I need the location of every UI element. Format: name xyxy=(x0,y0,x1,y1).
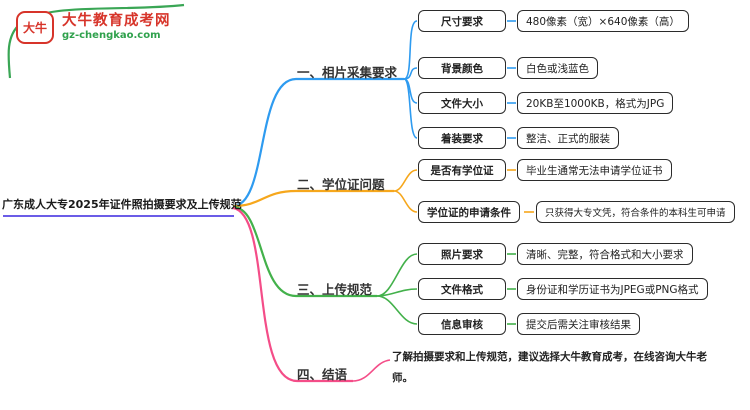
leaf-key-filesize: 文件大小 xyxy=(418,92,506,114)
site-domain: gz-chengkao.com xyxy=(62,30,161,42)
leaf-value-size: 480像素（宽）×640像素（高） xyxy=(517,10,689,32)
cow-logo-icon: 大牛 xyxy=(16,11,54,44)
leaf-key-photo-quality: 照片要求 xyxy=(418,243,506,265)
leaf-key-dresscode: 着装要求 xyxy=(418,127,506,149)
branch2-fan-1 xyxy=(393,169,418,192)
branch3-fan-2 xyxy=(376,288,418,297)
leaf-value-bgcolor: 白色或浅蓝色 xyxy=(517,57,598,79)
root-node-title: 广东成人大专2025年证件照拍摄要求及上传规范 xyxy=(2,198,242,211)
branch-label-upload-specs: 三、上传规范 xyxy=(297,282,373,297)
branch-label-degree-certificate: 二、学位证问题 xyxy=(297,177,385,192)
branch-label-photo-requirements: 一、相片采集要求 xyxy=(297,65,398,80)
logo-text-block: 大牛教育成考网 gz-chengkao.com xyxy=(62,12,171,43)
branch1-fan-2 xyxy=(403,67,418,80)
branch3-curve xyxy=(232,205,297,298)
branch3-fan-3 xyxy=(376,295,418,325)
site-name: 大牛教育成考网 xyxy=(62,13,171,30)
branch4-curve xyxy=(232,206,298,383)
site-logo: 大牛 大牛教育成考网 gz-chengkao.com xyxy=(16,11,171,44)
branch-label-conclusion: 四、结语 xyxy=(297,367,348,382)
leaf-value-filesize: 20KB至1000KB，格式为JPG xyxy=(517,92,674,114)
branch1-curve xyxy=(232,77,297,208)
branch3-fan-1 xyxy=(376,253,418,297)
branch4-note-link xyxy=(352,359,391,382)
branch1-fan-4 xyxy=(403,78,418,139)
leaf-value-dresscode: 整洁、正式的服装 xyxy=(517,127,619,149)
branch1-fan-1 xyxy=(403,20,418,80)
branch2-curve xyxy=(232,189,297,208)
leaf-key-size: 尺寸要求 xyxy=(418,10,506,32)
leaf-key-degree-conditions: 学位证的申请条件 xyxy=(418,201,520,223)
leaf-key-file-format: 文件格式 xyxy=(418,278,506,300)
branch2-fan-2 xyxy=(393,190,418,213)
leaf-key-has-degree: 是否有学位证 xyxy=(418,159,506,181)
leaf-value-has-degree: 毕业生通常无法申请学位证书 xyxy=(517,159,672,181)
leaf-value-degree-conditions: 只获得大专文凭，符合条件的本科生可申请 xyxy=(536,201,735,223)
conclusion-note: 了解拍摄要求和上传规范，建议选择大牛教育成考，在线咨询大牛老师。 xyxy=(392,351,707,384)
leaf-value-file-format: 身份证和学历证书为JPEG或PNG格式 xyxy=(517,278,708,300)
leaf-key-info-review: 信息审核 xyxy=(418,313,506,335)
leaf-value-photo-quality: 清晰、完整，符合格式和大小要求 xyxy=(517,243,693,265)
leaf-key-bgcolor: 背景颜色 xyxy=(418,57,506,79)
leaf-value-info-review: 提交后需关注审核结果 xyxy=(517,313,640,335)
